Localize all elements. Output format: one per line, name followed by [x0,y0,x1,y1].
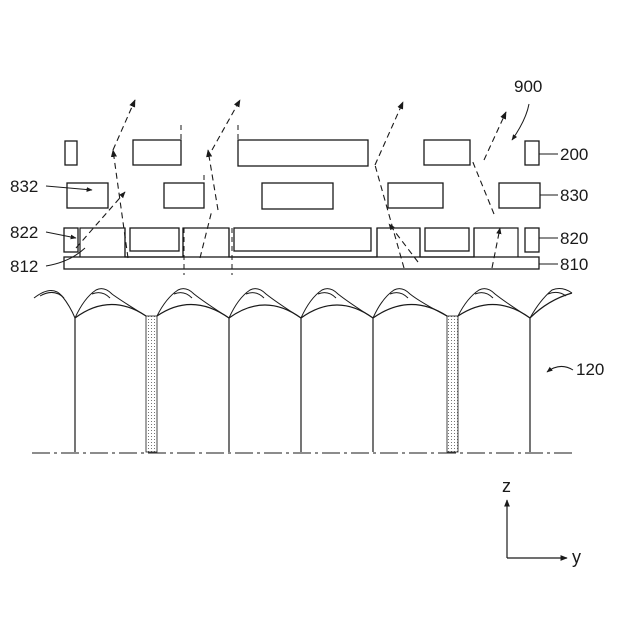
layer-830-block [388,183,443,208]
label-900: 900 [514,77,542,96]
label-830: 830 [560,186,588,205]
block-822 [64,228,78,252]
ray-arrow [375,165,404,268]
lens-tip [75,289,146,318]
label-832: 832 [10,177,38,196]
cavity-wall [80,228,125,257]
lens-tip [475,293,493,298]
layer-200-block [133,140,181,165]
ray-arrow [200,210,212,258]
layer-820 [64,228,539,257]
cell [229,305,301,452]
axis-indicator: z y [502,476,581,567]
lens-tip [40,292,64,298]
ray-arrow [375,102,403,165]
dotted-spacer [447,316,458,452]
cup-820-insert [425,228,469,251]
layer-200 [65,140,539,166]
label-812: 812 [10,257,38,276]
lens-tip [390,293,408,298]
cup-820-insert [234,228,371,251]
label-120: 120 [576,360,604,379]
label-820: 820 [560,229,588,248]
layer-200-block [525,141,539,165]
cell [157,304,229,452]
cell [458,304,530,452]
lens-tip [157,289,229,318]
ray-arrow [208,150,218,210]
lens-tip [229,289,301,318]
lens-tips [34,289,572,318]
lens-tip [458,289,530,318]
layer-200-block [238,140,368,166]
block-820-end [525,228,539,252]
ray-arrow [113,150,128,258]
lens-tip [174,293,192,298]
ray-arrow [389,224,418,262]
label-810: 810 [560,255,588,274]
cup-820-insert [130,228,179,251]
panel-120 [32,289,574,453]
lens-tip [92,293,110,298]
leader-120 [547,366,573,372]
layer-830-block [262,183,333,209]
layer-830-block [67,183,108,208]
cavity-wall [183,228,229,257]
lens-tip [373,289,447,318]
layer-200-block [65,141,77,165]
y-axis-label: y [572,547,581,567]
leader-900 [512,104,529,140]
layer-810 [64,257,539,269]
layer-830-block [164,183,204,208]
layer-200-block [424,140,470,165]
lens-tip [318,293,336,298]
cell [75,304,146,452]
label-822: 822 [10,223,38,242]
ray-arrow [212,100,240,150]
ray-arrow [484,112,506,160]
dotted-spacer [146,316,157,452]
cavity-wall [377,228,420,257]
cell [373,304,447,318]
cell [530,293,572,318]
ray-arrow [113,100,135,150]
cavity-wall [474,228,518,257]
layer-830-block [499,183,540,208]
lens-tip [301,289,373,318]
z-axis-label: z [502,476,511,496]
ray-arrow [472,160,494,214]
lens-tip [246,293,264,298]
layer-830 [67,183,540,209]
substrate-810 [64,257,539,269]
lens-tip [34,290,75,318]
cell [301,305,373,452]
label-200: 200 [560,145,588,164]
